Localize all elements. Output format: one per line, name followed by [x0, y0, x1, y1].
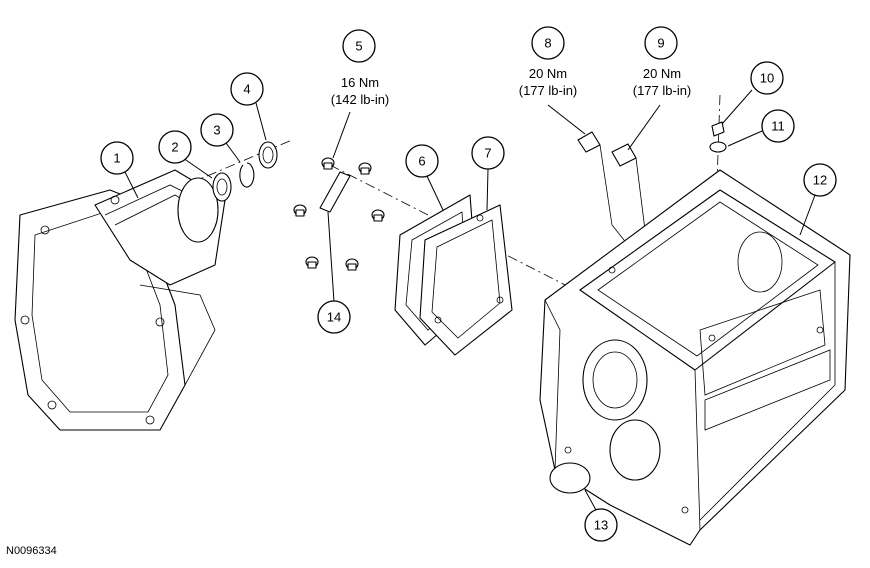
- bolt: [305, 256, 319, 269]
- torque-spec-9-nm: 20 Nm: [643, 66, 681, 81]
- snap-ring: [239, 162, 255, 188]
- torque-spec-8-lbin: (177 lb-in): [519, 83, 578, 98]
- callout-4: 4: [230, 72, 264, 106]
- callout-7: 7: [471, 136, 505, 170]
- callout-number: 12: [813, 173, 827, 188]
- bolt: [321, 157, 335, 170]
- plug-8: [577, 131, 629, 246]
- callout-8: 8: [531, 26, 565, 60]
- figure-id: N0096334: [6, 545, 57, 557]
- callout-number: 1: [113, 151, 120, 166]
- callout-10: 10: [750, 61, 784, 95]
- callout-6: 6: [405, 144, 439, 178]
- callout-number: 10: [760, 71, 774, 86]
- callout-5: 5: [342, 29, 376, 63]
- callout-9: 9: [644, 26, 678, 60]
- bolt: [293, 204, 307, 217]
- callout-number: 5: [355, 39, 362, 54]
- washer: [709, 141, 727, 153]
- callout-number: 8: [544, 36, 551, 51]
- callout-number: 14: [327, 310, 341, 325]
- torque-spec-8-nm: 20 Nm: [529, 66, 567, 81]
- callout-number: 11: [771, 119, 785, 134]
- callout-14: 14: [317, 300, 351, 334]
- dowel-pin: [319, 171, 351, 213]
- extension-housing: [14, 169, 226, 431]
- cover-bolts: [293, 157, 385, 271]
- leader-lines: [124, 89, 816, 511]
- callout-13: 13: [584, 508, 618, 542]
- torque-spec-5-lbin: (142 lb-in): [331, 92, 390, 107]
- callout-number: 4: [243, 82, 250, 97]
- seal: [258, 141, 278, 169]
- callout-number: 7: [484, 146, 491, 161]
- callout-1: 1: [100, 141, 134, 175]
- cup-plug: [549, 462, 591, 494]
- center-axis-line-2: [329, 164, 576, 291]
- torque-spec-5-nm: 16 Nm: [341, 75, 379, 90]
- callout-3: 3: [200, 113, 234, 147]
- torque-spec-9-lbin: (177 lb-in): [633, 83, 692, 98]
- drain-plug: [711, 121, 725, 137]
- callout-11: 11: [761, 109, 795, 143]
- bearing: [212, 172, 232, 202]
- callout-2: 2: [158, 130, 192, 164]
- callout-12: 12: [803, 163, 837, 197]
- transmission-case: [539, 169, 851, 546]
- callout-number: 6: [418, 154, 425, 169]
- callout-number: 13: [594, 518, 608, 533]
- bolt: [371, 209, 385, 222]
- callout-number: 2: [171, 140, 178, 155]
- cover-plate: [419, 204, 513, 356]
- callout-number: 9: [657, 36, 664, 51]
- callout-number: 3: [213, 123, 220, 138]
- bolt: [358, 162, 372, 175]
- plug-9: [611, 143, 646, 231]
- bolt: [345, 258, 359, 271]
